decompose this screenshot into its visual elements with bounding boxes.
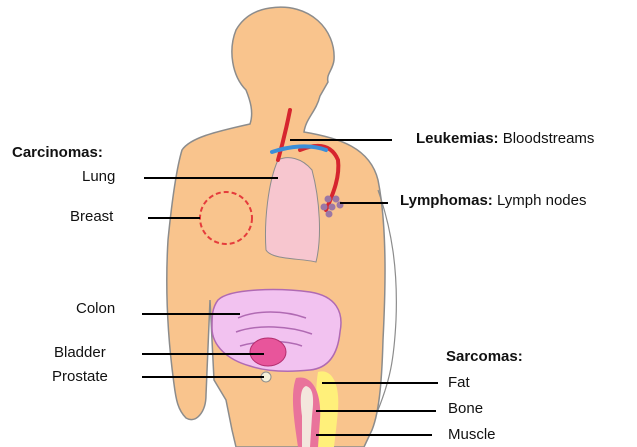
bladder <box>250 338 286 366</box>
colon-label: Colon <box>76 300 115 318</box>
carcinomas-heading: Carcinomas: <box>12 144 103 162</box>
lymphomas-heading: Lymphomas: <box>400 192 493 209</box>
lung <box>266 158 320 262</box>
bladder-label: Bladder <box>54 344 106 362</box>
leukemias-detail: Bloodstreams <box>503 130 595 147</box>
leukemias-heading: Leukemias: <box>416 130 499 147</box>
prostate-label: Prostate <box>52 368 108 386</box>
muscle-label: Muscle <box>448 426 496 444</box>
lymphomas-label: Lymphomas: Lymph nodes <box>400 192 586 210</box>
bone-label: Bone <box>448 400 483 418</box>
sarcomas-heading: Sarcomas: <box>446 348 523 366</box>
breast-label: Breast <box>70 208 113 226</box>
fat-label: Fat <box>448 374 470 392</box>
lymphomas-detail: Lymph nodes <box>497 192 587 209</box>
leukemias-label: Leukemias: Bloodstreams <box>416 130 594 148</box>
lung-label: Lung <box>82 168 115 186</box>
